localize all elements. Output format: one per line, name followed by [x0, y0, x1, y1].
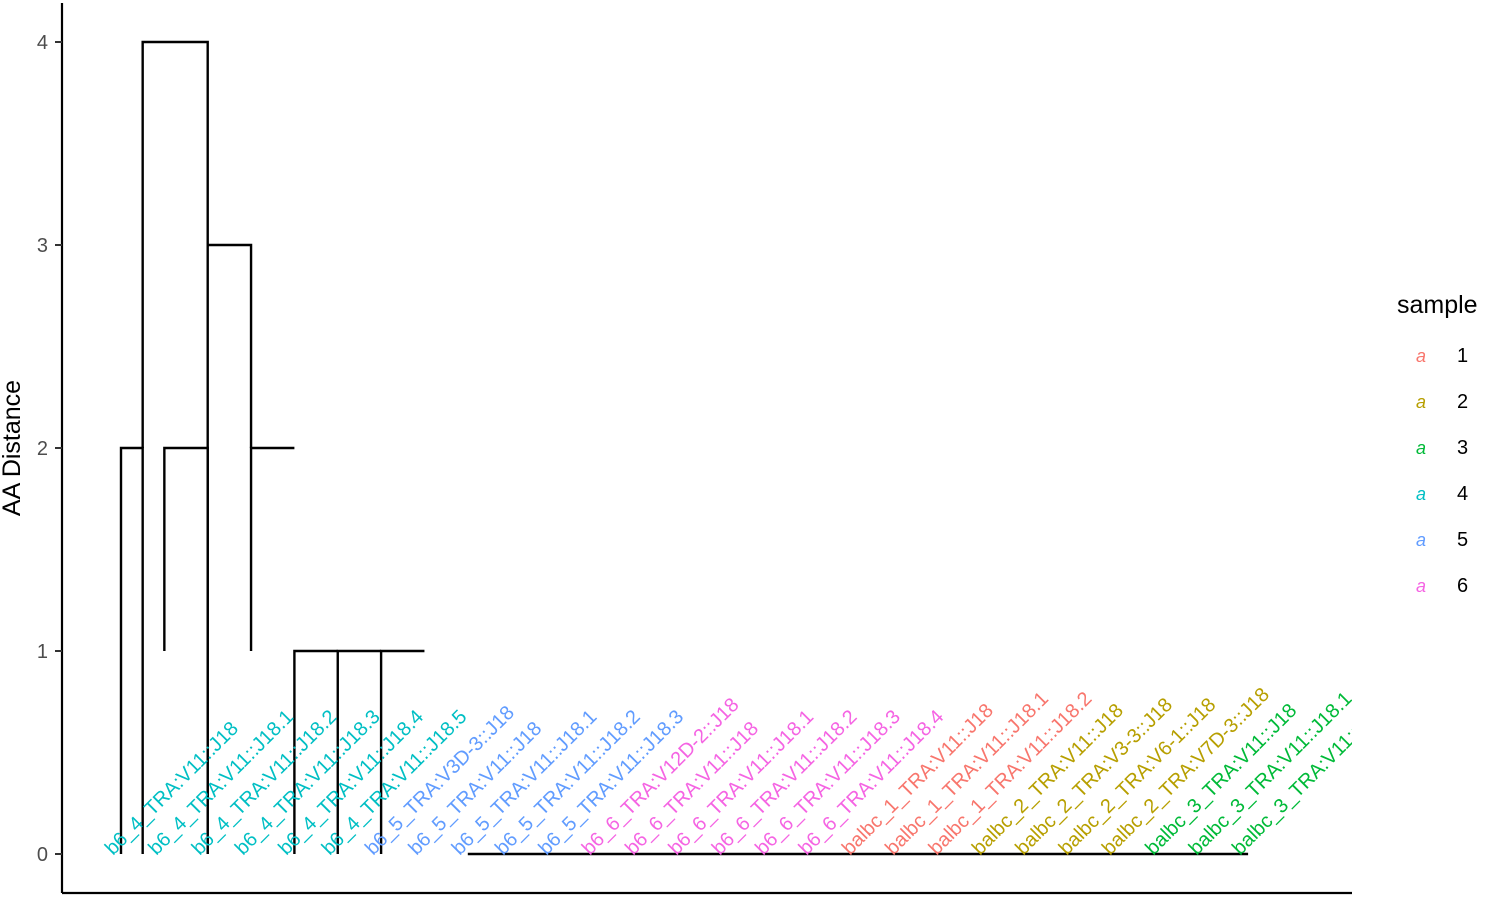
legend-label: 2	[1457, 391, 1468, 413]
legend-label: 4	[1457, 483, 1468, 505]
legend-title: sample	[1397, 291, 1478, 319]
legend-label: 6	[1457, 575, 1468, 597]
leaf-labels: b6_4_TRA:V11::J18b6_4_TRA:V11::J18.1b6_4…	[101, 684, 1352, 860]
y-tick-label: 3	[37, 235, 48, 257]
legend-key-glyph: a	[1416, 346, 1426, 366]
legend-key-glyph: a	[1416, 438, 1426, 458]
y-tick-label: 4	[37, 32, 48, 54]
legend-key-glyph: a	[1416, 484, 1426, 504]
legend-label: 3	[1457, 437, 1468, 459]
axes: 0 1 2 3 4	[37, 3, 1352, 895]
y-axis-label: AA Distance	[0, 380, 26, 516]
legend-key-glyph: a	[1416, 576, 1426, 596]
legend: sample a 1 a 2 a 3 a 4 a 5 a 6	[1397, 291, 1478, 597]
legend-label: 1	[1457, 345, 1468, 367]
dendrogram-branch	[206, 243, 253, 854]
dendrogram-branch	[119, 446, 144, 854]
legend-label: 5	[1457, 529, 1468, 551]
legend-key-glyph: a	[1416, 530, 1426, 550]
dendrogram-branch	[249, 446, 295, 651]
legend-key-glyph: a	[1416, 392, 1426, 412]
y-tick-label: 0	[37, 844, 48, 866]
dendrogram-branch	[141, 40, 209, 448]
dendrogram-branch	[293, 649, 338, 854]
dendrogram-branches	[119, 40, 1249, 856]
y-tick-label: 2	[37, 438, 48, 460]
y-tick-label: 1	[37, 641, 48, 663]
